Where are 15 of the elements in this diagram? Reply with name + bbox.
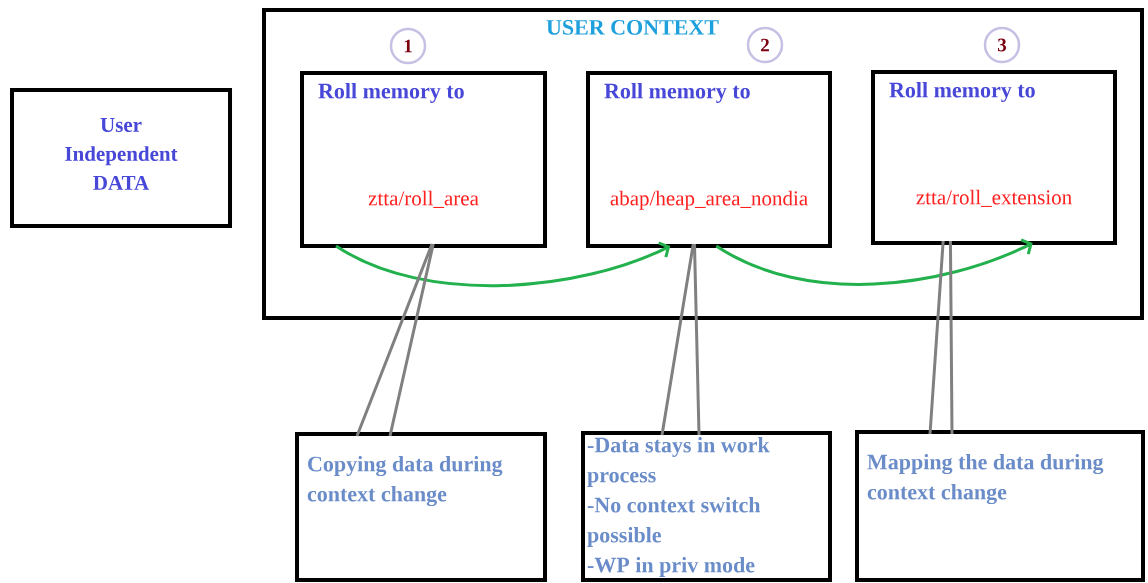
leader-line bbox=[660, 242, 701, 437]
callout-number: 1 bbox=[389, 27, 427, 65]
note-box: Copying data during context change bbox=[295, 432, 547, 582]
memory-box: Roll memory to abap/heap_area_nondia bbox=[586, 71, 832, 248]
leader-line bbox=[355, 242, 435, 438]
curved-arrow bbox=[715, 238, 1033, 286]
memory-box: Roll memory to ztta/roll_extension bbox=[871, 70, 1117, 245]
callout-number: 2 bbox=[746, 26, 784, 64]
leader-line bbox=[928, 239, 954, 436]
curved-arrow bbox=[335, 241, 671, 288]
note-box: -Data stays in work process -No context switch possible -WP in priv mode bbox=[581, 431, 832, 582]
note-box: Mapping the data during context change bbox=[855, 430, 1145, 582]
memory-box: Roll memory to ztta/roll_area bbox=[300, 71, 547, 248]
data-box: User Independent DATA bbox=[10, 88, 232, 228]
callout-number: 3 bbox=[983, 26, 1021, 64]
